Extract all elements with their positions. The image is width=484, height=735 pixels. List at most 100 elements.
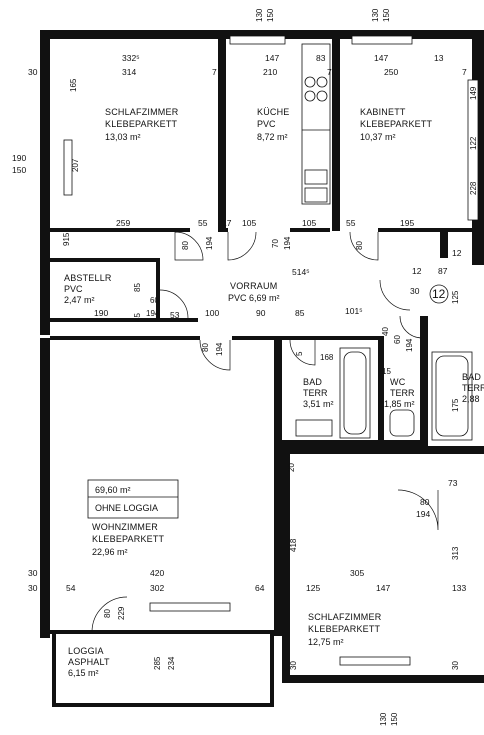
dim-5: 5	[295, 351, 304, 356]
wc-area: 1,85 m²	[384, 399, 415, 409]
bath-2-floor: TERR	[462, 383, 484, 393]
dim-194d: 194	[215, 342, 224, 356]
dim-1015: 101⁵	[345, 306, 363, 316]
dim-80c: 80	[201, 343, 210, 352]
loggia-name: LOGGIA	[68, 646, 104, 656]
living-name: WOHNZIMMER	[92, 522, 158, 532]
dim-194e: 194	[405, 338, 414, 352]
room-labels: SCHLAFZIMMER KLEBEPARKETT 13,03 m² KÜCHE…	[64, 107, 484, 678]
dim-5145: 514⁵	[292, 267, 310, 277]
dim-165: 165	[69, 78, 78, 92]
dim-80d: 80	[420, 497, 430, 507]
bedroom-2-name: SCHLAFZIMMER	[308, 612, 382, 622]
dim-73: 73	[448, 478, 458, 488]
level-marker-12: 12	[432, 287, 446, 301]
cabinet-floor: KLEBEPARKETT	[360, 119, 433, 129]
dim-133: 133	[452, 583, 466, 593]
dim-314: 314	[122, 67, 136, 77]
dim-302: 302	[150, 583, 164, 593]
dim-168: 168	[320, 353, 334, 362]
dim-12b: 12	[412, 266, 422, 276]
dim-54: 54	[66, 583, 76, 593]
wc-name: WC	[390, 377, 406, 387]
bedroom-2-floor: KLEBEPARKETT	[308, 624, 381, 634]
dim-60a: 60	[150, 296, 159, 305]
dim-30e: 30	[289, 661, 298, 670]
dim-228: 228	[469, 181, 478, 195]
bedroom-1-name: SCHLAFZIMMER	[105, 107, 179, 117]
dim-105a: 105	[242, 218, 256, 228]
living-floor: KLEBEPARKETT	[92, 534, 165, 544]
dim-147c: 147	[376, 583, 390, 593]
dim-80a: 80	[181, 241, 190, 250]
dim-bottom-150: 150	[390, 712, 399, 726]
bedroom-2-area: 12,75 m²	[308, 637, 344, 647]
dim-85a: 85	[133, 283, 142, 292]
bathtubs	[295, 347, 473, 441]
dim-30a: 30	[28, 67, 38, 77]
dim-190b: 190	[94, 308, 108, 318]
bath-1-floor: TERR	[303, 388, 328, 398]
dim-229: 229	[117, 606, 126, 620]
bath-1-area: 3,51 m²	[303, 399, 334, 409]
dim-13: 13	[434, 53, 444, 63]
bedroom-1-floor: KLEBEPARKETT	[105, 119, 178, 129]
dim-190: 190	[12, 153, 26, 163]
dim-bottom-130: 130	[379, 712, 388, 726]
dim-85b: 85	[295, 308, 305, 318]
hall-name: VORRAUM	[230, 281, 277, 291]
door-swings	[91, 231, 439, 633]
loggia-area: 6,15 m²	[68, 668, 99, 678]
dim-105b: 105	[302, 218, 316, 228]
dim-30c: 30	[28, 568, 38, 578]
dim-30d: 30	[28, 583, 38, 593]
dim-210: 210	[263, 67, 277, 77]
dim-20: 20	[287, 463, 296, 472]
summary-note: OHNE LOGGIA	[95, 503, 158, 513]
dim-7a: 7	[212, 67, 217, 77]
dim-top2-130: 130	[371, 8, 380, 22]
dim-30f: 30	[451, 661, 460, 670]
dim-55b: 55	[346, 218, 356, 228]
kitchen-counter	[301, 43, 331, 205]
dim-top-130: 130	[255, 8, 264, 22]
bath-1-name: BAD	[303, 377, 322, 387]
dim-53: 53	[170, 310, 180, 320]
dim-87: 87	[438, 266, 448, 276]
dim-70: 70	[271, 239, 280, 248]
dim-15: 15	[382, 367, 391, 376]
dim-250: 250	[384, 67, 398, 77]
area-summary-box	[87, 479, 179, 519]
dim-83: 83	[316, 53, 326, 63]
hall-floor-area: PVC 6,69 m²	[228, 293, 280, 303]
dim-55: 55	[198, 218, 208, 228]
dim-30b: 30	[410, 286, 420, 296]
dim-305: 305	[350, 568, 364, 578]
dim-80b: 80	[355, 241, 364, 250]
bath-2-name: BAD	[462, 372, 481, 382]
dim-149: 149	[469, 86, 478, 100]
storage-floor: PVC	[64, 284, 83, 294]
dim-147b: 147	[374, 53, 388, 63]
dim-285: 285	[153, 656, 162, 670]
wc-floor: TERR	[390, 388, 415, 398]
dim-125b: 125	[306, 583, 320, 593]
storage-area: 2,47 m²	[64, 295, 95, 305]
cabinet-name: KABINETT	[360, 107, 406, 117]
dim-64: 64	[255, 583, 265, 593]
dimension-labels: 130 150 130 150 147 83 147 13 332⁵ 314 2…	[12, 8, 478, 726]
dim-7b: 7	[327, 67, 332, 77]
dim-234: 234	[167, 656, 176, 670]
dim-125a: 125	[451, 290, 460, 304]
dim-45: 45	[133, 313, 142, 322]
dim-194c: 194	[146, 309, 160, 318]
dim-top-150: 150	[266, 8, 275, 22]
dim-313: 313	[451, 546, 460, 560]
bedroom-1-area: 13,03 m²	[105, 132, 141, 142]
dim-17: 17	[222, 218, 232, 228]
cabinet-area: 10,37 m²	[360, 132, 396, 142]
dim-418: 418	[289, 538, 298, 552]
windows	[63, 35, 479, 666]
dim-7c: 7	[462, 67, 467, 77]
summary-total: 69,60 m²	[95, 485, 131, 495]
